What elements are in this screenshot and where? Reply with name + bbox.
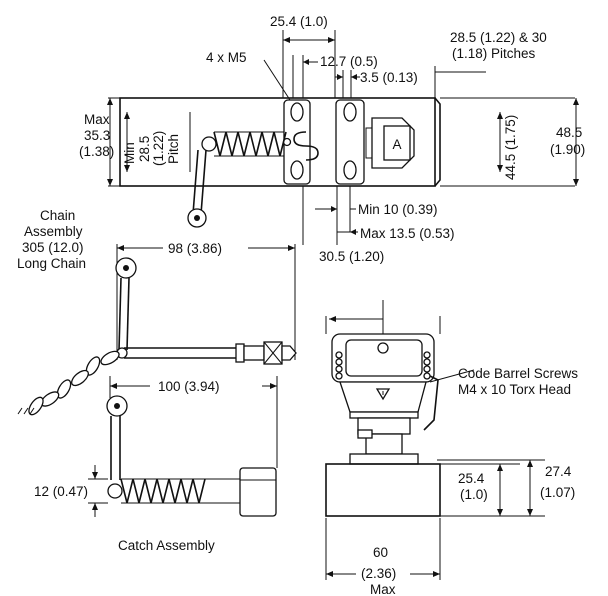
dim-min-1-22: (1.22) xyxy=(151,131,166,166)
spring-icon xyxy=(201,131,287,157)
dim-min-10: Min 10 (0.39) xyxy=(358,202,438,217)
interlock-top-view: A xyxy=(107,30,579,245)
dim-60: 60 xyxy=(373,545,388,560)
dim-98: 98 (3.86) xyxy=(168,241,222,256)
dim-min-28-5: 28.5 xyxy=(137,136,152,162)
dim-2-36: (2.36) xyxy=(361,566,396,581)
chain-label-4: Long Chain xyxy=(17,256,86,271)
dim-4xm5: 4 x M5 xyxy=(206,50,247,65)
dim-12-7: 12.7 (0.5) xyxy=(320,54,378,69)
dim-1-07: (1.07) xyxy=(540,485,575,500)
key-letter: A xyxy=(392,137,401,152)
dim-48-5: 48.5 xyxy=(556,125,582,140)
dim-27-4: 27.4 xyxy=(545,464,572,479)
dim-max-13-5: Max 13.5 (0.53) xyxy=(360,226,455,241)
chain-icon xyxy=(17,350,120,416)
dim-25-4-side: 25.4 xyxy=(458,471,485,486)
chain-label-3: 305 (12.0) xyxy=(22,240,84,255)
dim-pitches-line1: 28.5 (1.22) & 30 xyxy=(450,30,547,45)
chain-label-1: Chain xyxy=(40,208,75,223)
dim-44-5: 44.5 (1.75) xyxy=(503,115,518,180)
dim-25-4: 25.4 (1.0) xyxy=(270,14,328,29)
warning-triangle-icon xyxy=(375,388,391,401)
dim-max-35-3: 35.3 xyxy=(84,128,110,143)
code-barrel-label-2: M4 x 10 Torx Head xyxy=(458,382,571,397)
dim-pitches-line2: (1.18) Pitches xyxy=(452,46,536,61)
dim-min-word: Min xyxy=(122,142,137,164)
key-tag-icon: A xyxy=(365,117,415,169)
dim-max-bottom: Max xyxy=(370,582,396,596)
dim-30-5: 30.5 (1.20) xyxy=(319,249,384,264)
dim-100: 100 (3.94) xyxy=(158,379,220,394)
dim-1-0-side: (1.0) xyxy=(460,487,488,502)
chain-assembly xyxy=(17,244,297,416)
catch-assembly-label: Catch Assembly xyxy=(118,538,215,553)
chain-label-2: Assembly xyxy=(24,224,83,239)
catch-assembly xyxy=(88,376,278,517)
dim-3-5: 3.5 (0.13) xyxy=(360,70,418,85)
interlock-side-view xyxy=(325,300,545,580)
dim-1-90: (1.90) xyxy=(550,142,585,157)
dim-max-1-38: (1.38) xyxy=(79,144,114,159)
code-barrel-label-1: Code Barrel Screws xyxy=(458,366,578,381)
dim-12: 12 (0.47) xyxy=(34,484,88,499)
dim-max-word: Max xyxy=(84,112,110,127)
dim-pitch-word: Pitch xyxy=(166,134,181,164)
